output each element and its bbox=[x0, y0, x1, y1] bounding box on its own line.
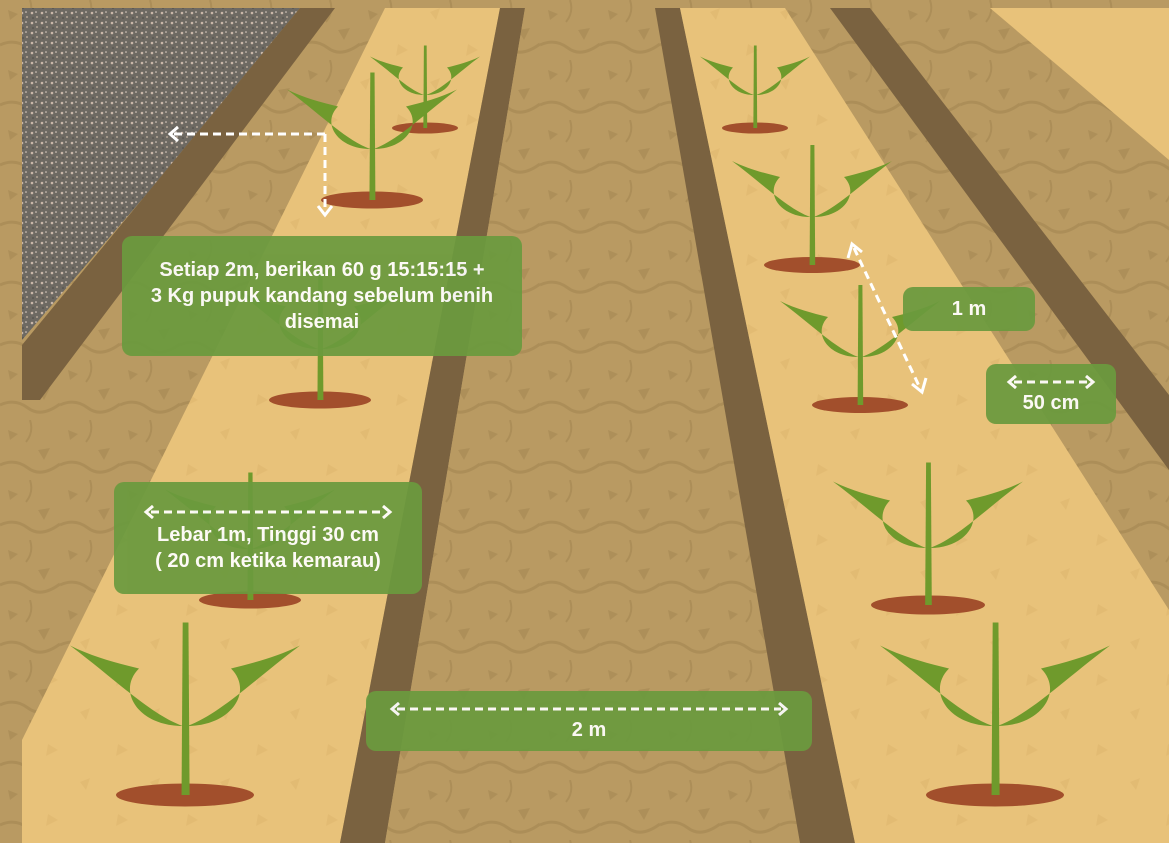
double-arrow-icon bbox=[143, 504, 393, 520]
center-path bbox=[385, 8, 800, 843]
path-width-text: 2 m bbox=[571, 719, 607, 741]
bed-size-label: Lebar 1m, Tinggi 30 cm ( 20 cm ketika ke… bbox=[114, 482, 422, 594]
plant-spacing-text: 1 m bbox=[951, 298, 987, 320]
seedling-icon bbox=[732, 145, 892, 273]
row-spacing-label: 50 cm bbox=[986, 364, 1116, 424]
path-width-arrow bbox=[389, 699, 789, 717]
spacing-corner-arrow bbox=[167, 125, 334, 218]
furrow bbox=[22, 8, 335, 400]
path-width-label: 2 m bbox=[366, 691, 812, 751]
double-arrow-icon bbox=[1006, 374, 1096, 390]
furrow bbox=[655, 8, 855, 843]
gravel-patch bbox=[22, 8, 300, 340]
seedling-icon bbox=[880, 622, 1110, 807]
fertilizer-label: Setiap 2m, berikan 60 g 15:15:15 + 3 Kg … bbox=[122, 236, 522, 356]
bed-width-arrow bbox=[143, 502, 393, 520]
furrow bbox=[340, 8, 525, 843]
row-spacing-arrow bbox=[1006, 372, 1096, 390]
seedling-icon bbox=[700, 45, 810, 134]
plant-spacing-label: 1 m bbox=[903, 287, 1035, 331]
seedling-icon bbox=[833, 462, 1023, 615]
seedling-icon bbox=[287, 72, 457, 209]
seedling-icon bbox=[70, 622, 300, 807]
bed bbox=[990, 8, 1169, 160]
bed bbox=[22, 8, 500, 843]
bed bbox=[680, 8, 1169, 843]
plant-spacing-arrow bbox=[846, 241, 928, 395]
furrow bbox=[830, 8, 1169, 470]
row-spacing-text: 50 cm bbox=[1022, 392, 1080, 414]
bed-size-text: Lebar 1m, Tinggi 30 cm ( 20 cm ketika ke… bbox=[155, 524, 381, 572]
double-arrow-icon bbox=[389, 701, 789, 717]
fertilizer-text: Setiap 2m, berikan 60 g 15:15:15 + 3 Kg … bbox=[150, 259, 494, 333]
